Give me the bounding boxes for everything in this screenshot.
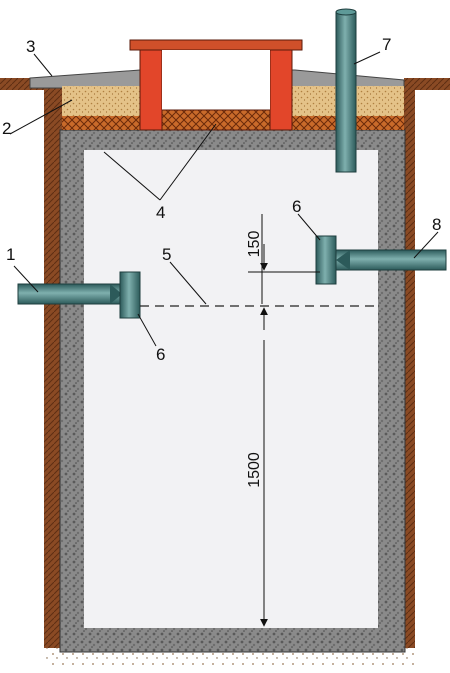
manhole-opening <box>162 50 270 110</box>
callout-5: 5 <box>162 245 171 264</box>
manhole-cover <box>129 39 303 51</box>
manhole-wall-left <box>139 49 163 131</box>
leader-lines <box>9 51 439 347</box>
callout-6-outlet: 6 <box>292 197 301 216</box>
outlet-pipe-icon <box>315 235 447 285</box>
callout-3: 3 <box>26 37 35 56</box>
callout-1: 1 <box>6 245 15 264</box>
dimension-150: 150 <box>246 231 263 258</box>
inlet-tee-icon <box>119 271 141 319</box>
outlet-tee-icon <box>315 235 337 285</box>
manhole-wall-right <box>269 49 293 131</box>
dimension-1500: 1500 <box>246 452 263 488</box>
manhole-slab <box>161 109 271 131</box>
callout-8: 8 <box>432 215 441 234</box>
tank-interior <box>84 150 378 628</box>
vent-pipe-icon <box>335 8 357 173</box>
dimension-lines: 150 1500 <box>246 214 320 627</box>
inlet-pipe-icon <box>17 271 141 319</box>
concrete-walls <box>59 129 406 653</box>
callout-6-inlet: 6 <box>156 345 165 364</box>
manhole <box>129 39 303 131</box>
callout-4: 4 <box>156 203 165 222</box>
callout-labels: 1 2 3 4 5 6 6 7 8 <box>2 35 441 364</box>
callout-7: 7 <box>382 35 391 54</box>
callout-2: 2 <box>2 119 11 138</box>
